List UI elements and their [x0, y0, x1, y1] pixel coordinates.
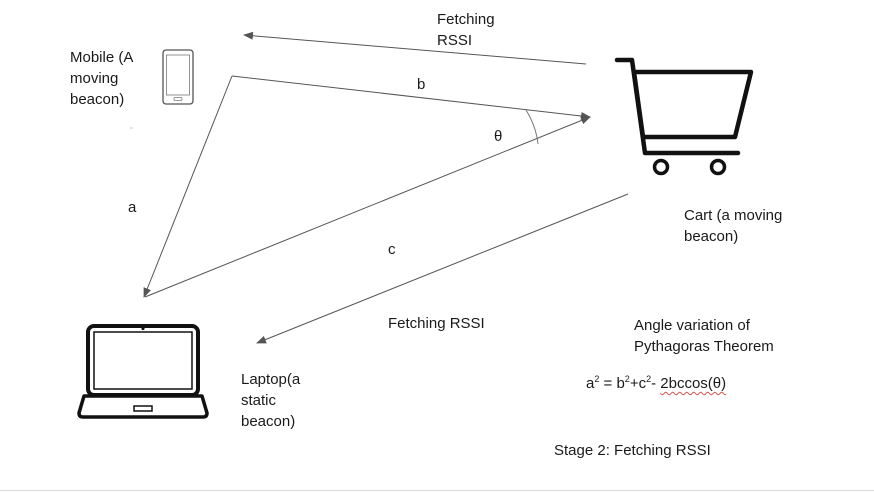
side-c-label: c — [388, 241, 396, 258]
laptop-label-line2: static — [241, 392, 277, 409]
mobile-label: Mobile (A moving beacon) — [70, 47, 133, 110]
side-a-label: a — [128, 199, 137, 216]
formula-exp2: 2 — [624, 374, 630, 384]
fetching-rssi-top-label: Fetching RSSI — [437, 9, 495, 51]
laptop-label-line1: Laptop(a — [241, 371, 301, 388]
mobile-label-line2: moving — [70, 70, 119, 87]
arrow-cart-to-laptop-rssi — [256, 193, 629, 344]
side-b-label: b — [417, 76, 426, 93]
arrow-cart-to-mobile-rssi — [243, 31, 587, 65]
mobile-label-line3: beacon) — [70, 91, 125, 108]
mobile-label-line1: Mobile (A — [70, 49, 134, 66]
angle-theta-label: θ — [494, 128, 503, 145]
law-of-cosines-formula: a2 = b2+c2- 2bccos(θ) — [586, 373, 726, 394]
formula-plus-c: +c — [629, 375, 647, 392]
laptop-to-cart-line — [144, 116, 591, 298]
side-b-line — [231, 75, 591, 120]
smartphone-icon — [162, 49, 194, 105]
bottom-divider — [0, 490, 874, 491]
stage-caption: Stage 2: Fetching RSSI — [554, 442, 711, 459]
laptop-icon — [77, 324, 209, 419]
laptop-label: Laptop(a static beacon) — [241, 369, 300, 432]
formula-exp1: 2 — [594, 374, 600, 384]
cart-label-line2: beacon) — [684, 228, 739, 245]
formula-minus: - — [651, 375, 661, 392]
shopping-cart-icon — [614, 57, 754, 176]
angle-note-line1: Angle variation of — [634, 317, 750, 334]
fetching-top-line1: Fetching — [437, 11, 495, 28]
angle-variation-note: Angle variation of Pythagoras Theorem — [634, 315, 774, 357]
fetching-rssi-bottom-label: Fetching RSSI — [388, 315, 485, 332]
formula-eq-b: = b — [599, 375, 625, 392]
cart-label: Cart (a moving beacon) — [684, 205, 782, 247]
side-a-line — [143, 75, 233, 298]
formula-a: a — [586, 375, 595, 392]
formula-term: 2bccos(θ) — [660, 375, 727, 392]
fetching-top-line2: RSSI — [437, 32, 473, 49]
angle-note-line2: Pythagoras Theorem — [634, 338, 774, 355]
laptop-label-line3: beacon) — [241, 413, 296, 430]
formula-exp3: 2 — [646, 374, 652, 384]
angle-arc — [525, 109, 539, 145]
cart-label-line1: Cart (a moving — [684, 207, 783, 224]
